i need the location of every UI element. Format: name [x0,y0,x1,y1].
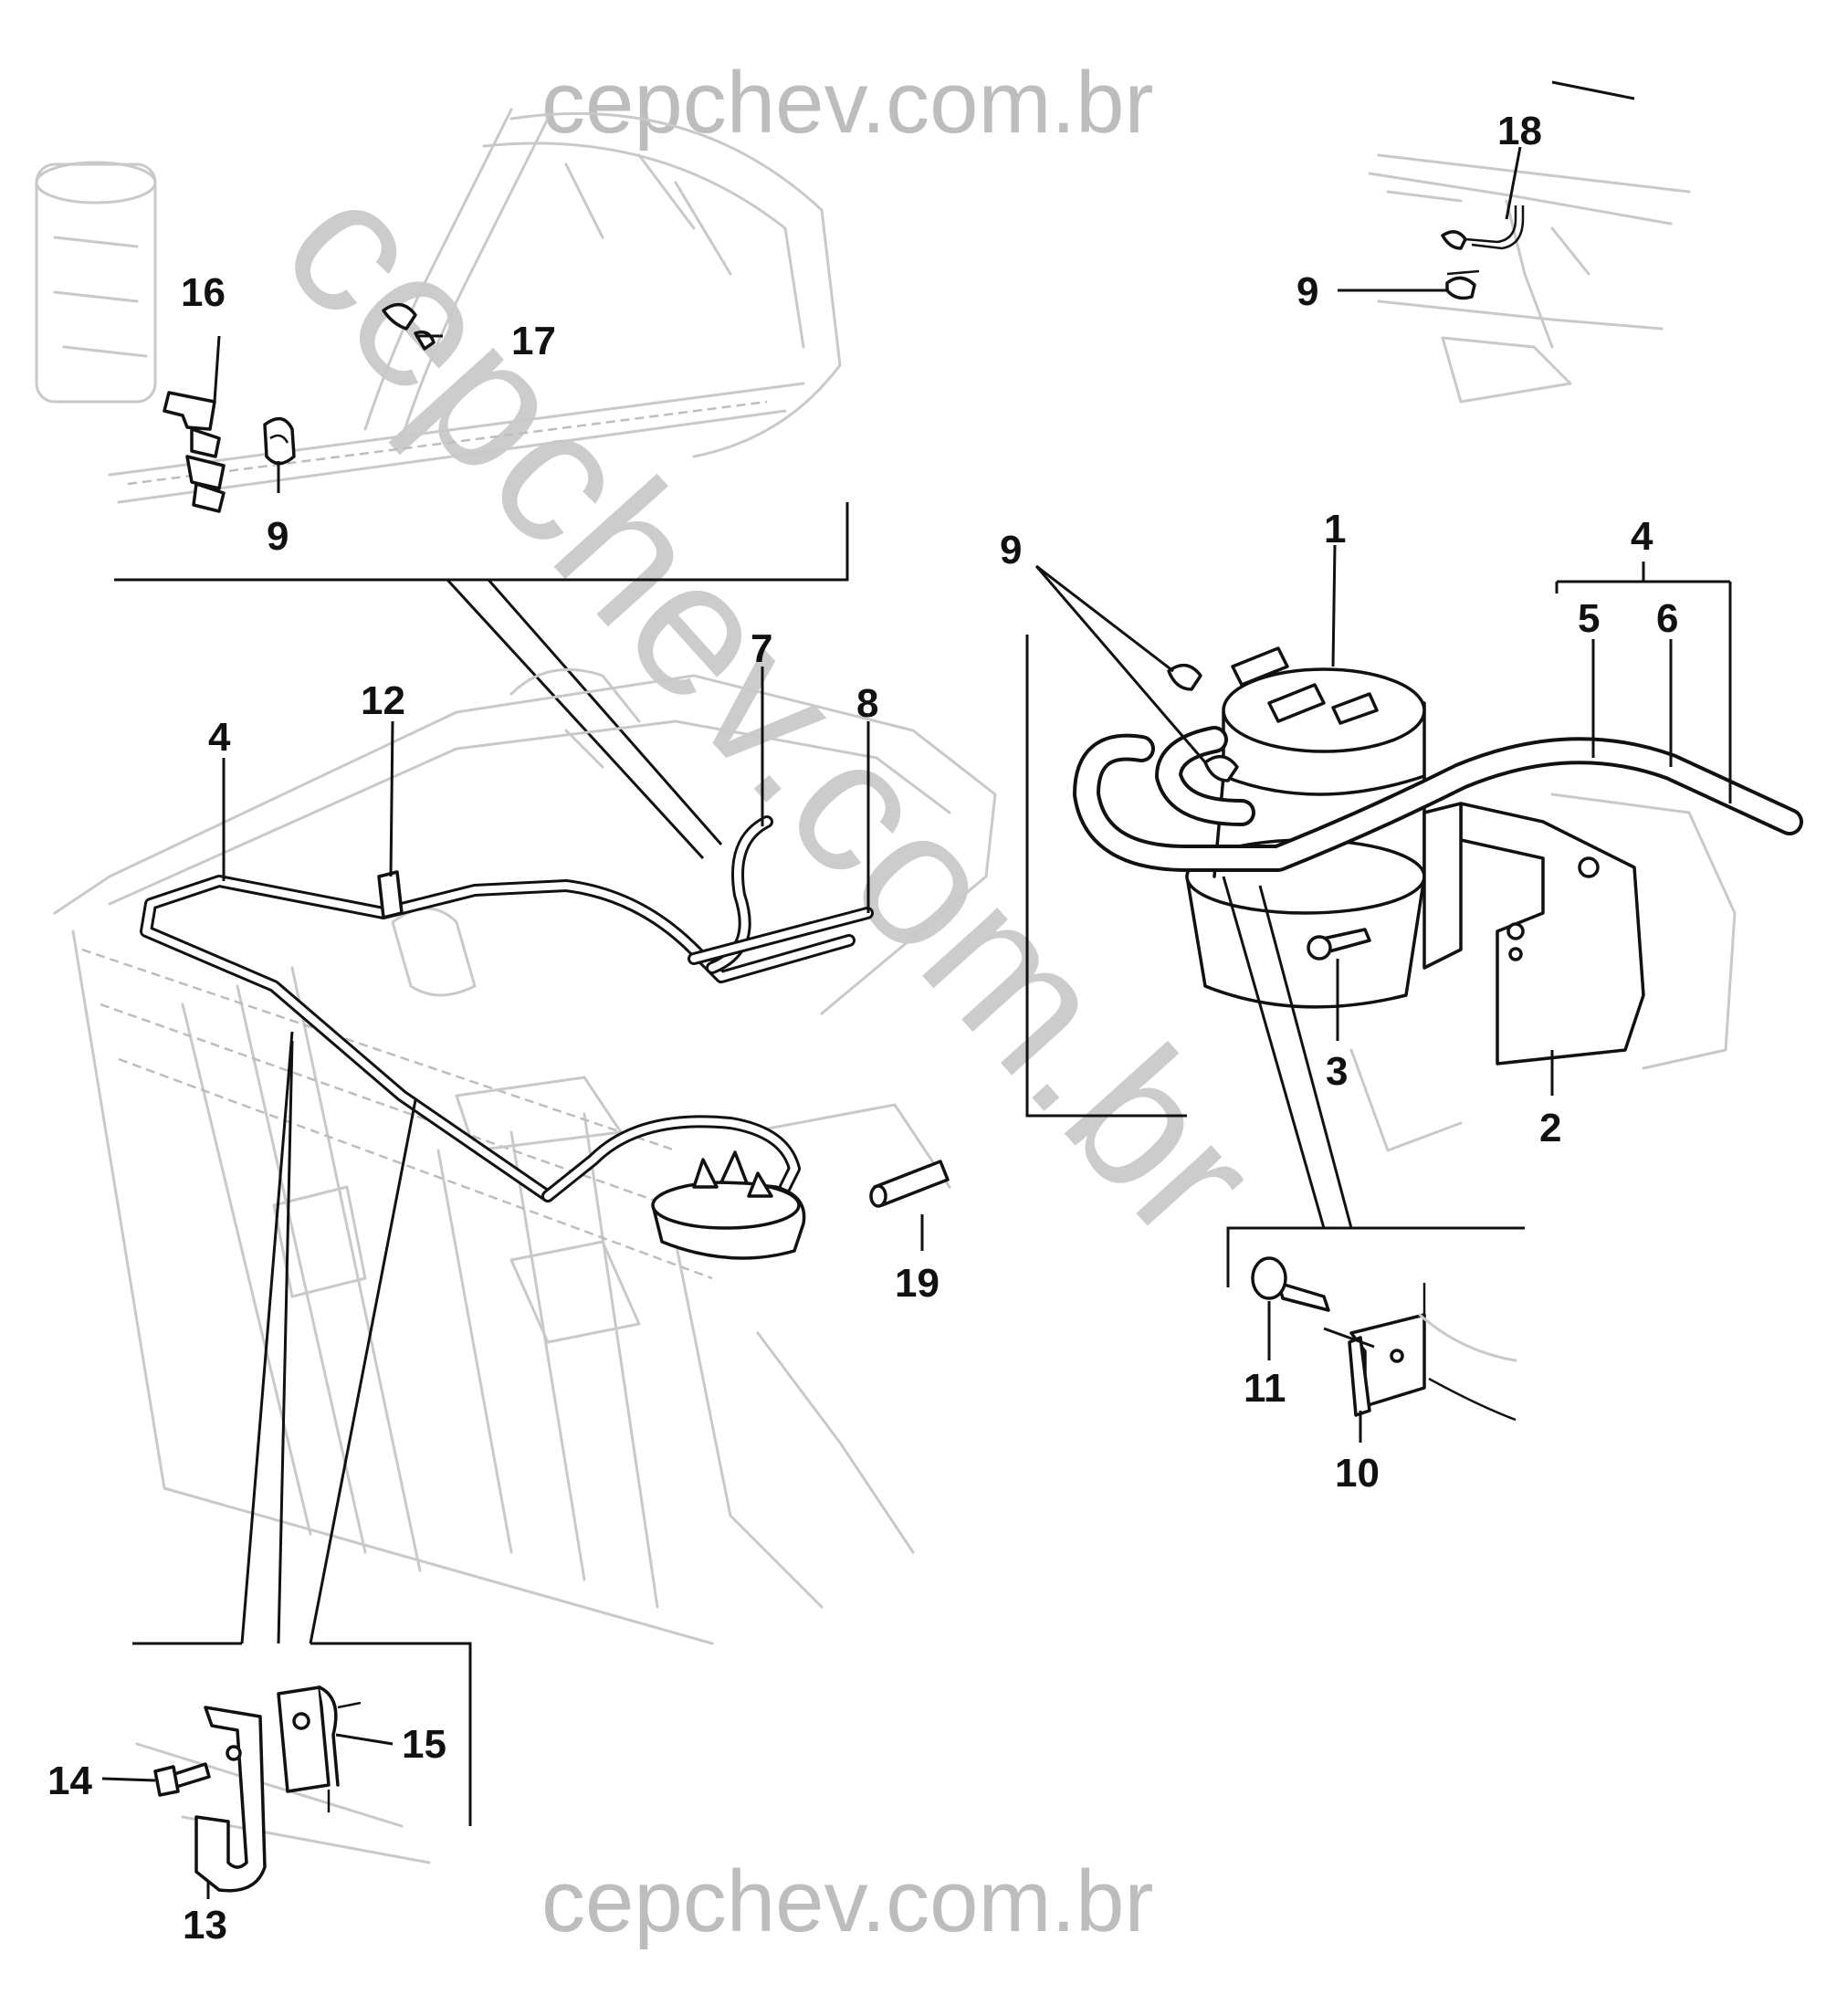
callout-18: 18 [1497,109,1542,153]
canister-assembly [1025,635,1803,1152]
callout-16: 16 [181,270,226,315]
callout-15: 15 [402,1722,446,1767]
callout-11: 11 [1244,1366,1286,1411]
fuel-pump-unit [541,1115,806,1260]
callout-5: 5 [1578,596,1600,641]
part-19-tube [869,1160,950,1208]
detail-lower-right [1222,876,1525,1422]
callout-19: 19 [895,1261,939,1306]
watermark-top: cepchev.com.br [541,54,1154,152]
callout-7: 7 [751,626,772,671]
callout-2: 2 [1539,1106,1561,1150]
vehicle-sketch [53,667,997,1645]
callout-6: 6 [1656,596,1678,641]
callout-3: 3 [1326,1049,1348,1094]
callout-labels: 18 9 16 17 9 9 1 4 5 6 7 8 12 4 3 2 19 1… [47,109,1678,1948]
callout-4-right: 4 [1631,514,1653,559]
callout-10: 10 [1335,1451,1380,1496]
callout-8: 8 [856,681,878,726]
leader-lines [101,146,1732,1899]
callout-4-main: 4 [208,715,231,760]
callout-1: 1 [1324,507,1346,551]
watermark-bottom: cepchev.com.br [541,1853,1154,1950]
hose-main [140,815,874,1202]
detail-upper-right [1368,80,1691,404]
callout-13: 13 [183,1903,227,1948]
detail-upper-left [35,108,849,860]
callout-9-upper-left: 9 [267,514,289,559]
callout-17: 17 [511,319,556,363]
callout-9-top: 9 [1296,269,1318,314]
detail-lower-left [132,1031,472,1893]
callout-12: 12 [361,678,405,723]
callout-14: 14 [47,1759,92,1803]
callout-9-canister: 9 [1000,528,1022,572]
